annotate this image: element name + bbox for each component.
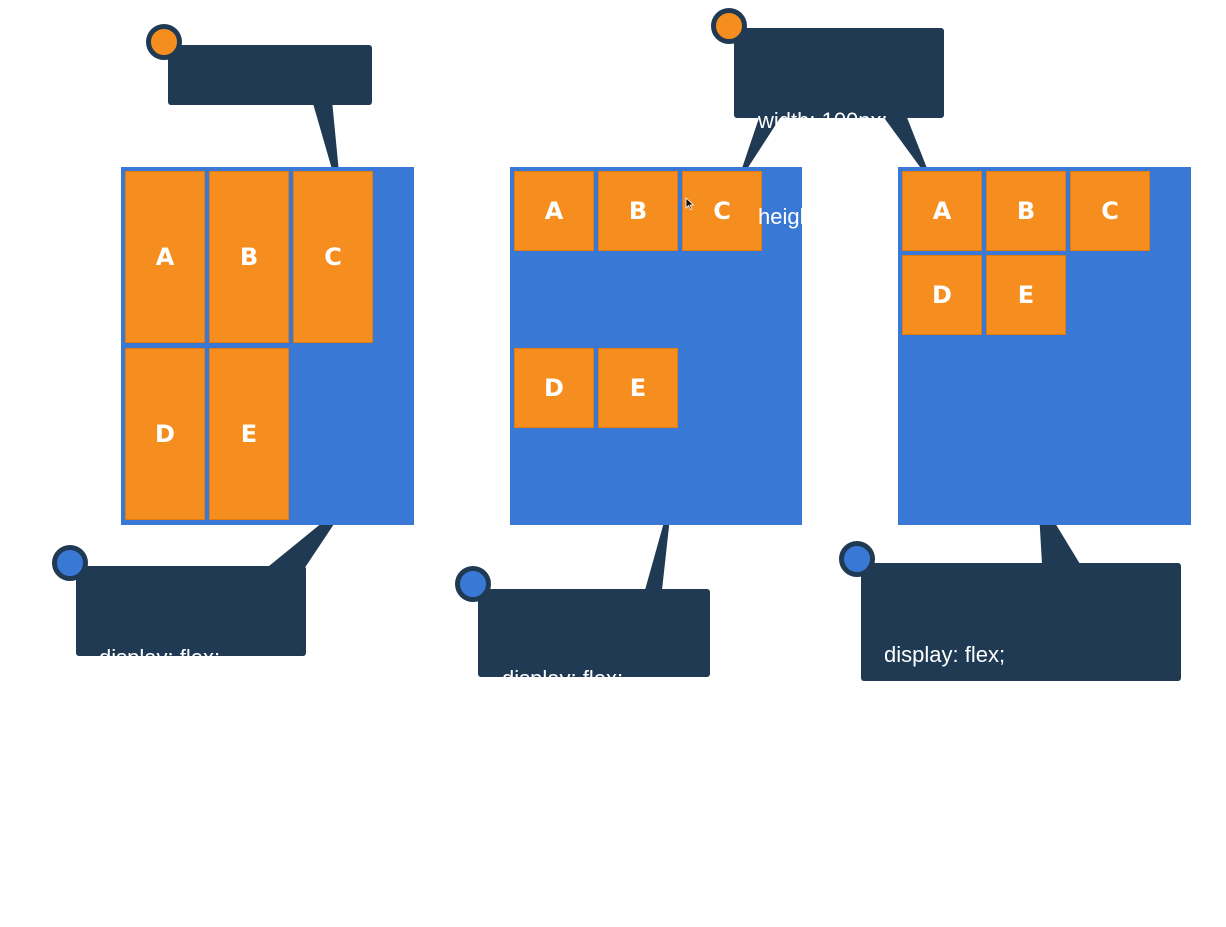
flex-item-d: D [902, 255, 982, 335]
callout-width: width: 100px; [168, 45, 372, 150]
flex-item-b: B [986, 171, 1066, 251]
callout-line: flex-wrap: wrap; [884, 738, 1040, 763]
blue-dot-icon [839, 541, 875, 577]
callout-line: flex-wrap: wrap; [502, 762, 658, 787]
flex-item-c: C [1070, 171, 1150, 251]
flex-item-c: C [293, 171, 373, 343]
flex-item-a: A [125, 171, 205, 343]
flex-item-e: E [598, 348, 678, 428]
flex-item-d: D [125, 348, 205, 520]
flex-item-e: E [209, 348, 289, 520]
blue-dot-icon [52, 545, 88, 581]
flex-wrap-diagram: A B C D E A B C D E A B C D E width: 100… [52, 8, 1191, 859]
callout-align-content: display: flex; flex-wrap: wrap; align-co… [861, 563, 1181, 859]
callout-flex-wrap-1: display: flex; flex-wrap: wrap; [76, 566, 306, 766]
orange-dot-icon [711, 8, 747, 44]
flex-item-a: A [514, 171, 594, 251]
flex-item-e: E [986, 255, 1066, 335]
callout-line: display: flex; [884, 642, 1006, 667]
callout-line: display: flex; [99, 645, 221, 670]
callout-line: width: 100px; [758, 108, 888, 133]
flex-container-3: A B C D E [898, 167, 1191, 525]
callout-line: height: 100px; [758, 204, 897, 229]
mouse-cursor-icon [685, 197, 695, 211]
callout-line: flex-wrap: wrap; [99, 741, 255, 766]
callout-width-height: width: 100px; height: 100px; [734, 28, 944, 229]
callout-line: align-content: flex-start; [884, 834, 1113, 859]
orange-dot-icon [146, 24, 182, 60]
flex-container-1: A B C D E [121, 167, 414, 525]
flex-item-b: B [209, 171, 289, 343]
flex-container-2: A B C D E [510, 167, 802, 525]
callout-flex-wrap-2: display: flex; flex-wrap: wrap; [478, 589, 710, 787]
blue-dot-icon [455, 566, 491, 602]
flex-item-a: A [902, 171, 982, 251]
flex-item-b: B [598, 171, 678, 251]
flex-item-c: C [682, 171, 762, 251]
flex-item-d: D [514, 348, 594, 428]
callout-line: display: flex; [502, 666, 624, 691]
callout-line: width: 100px; [193, 125, 323, 150]
